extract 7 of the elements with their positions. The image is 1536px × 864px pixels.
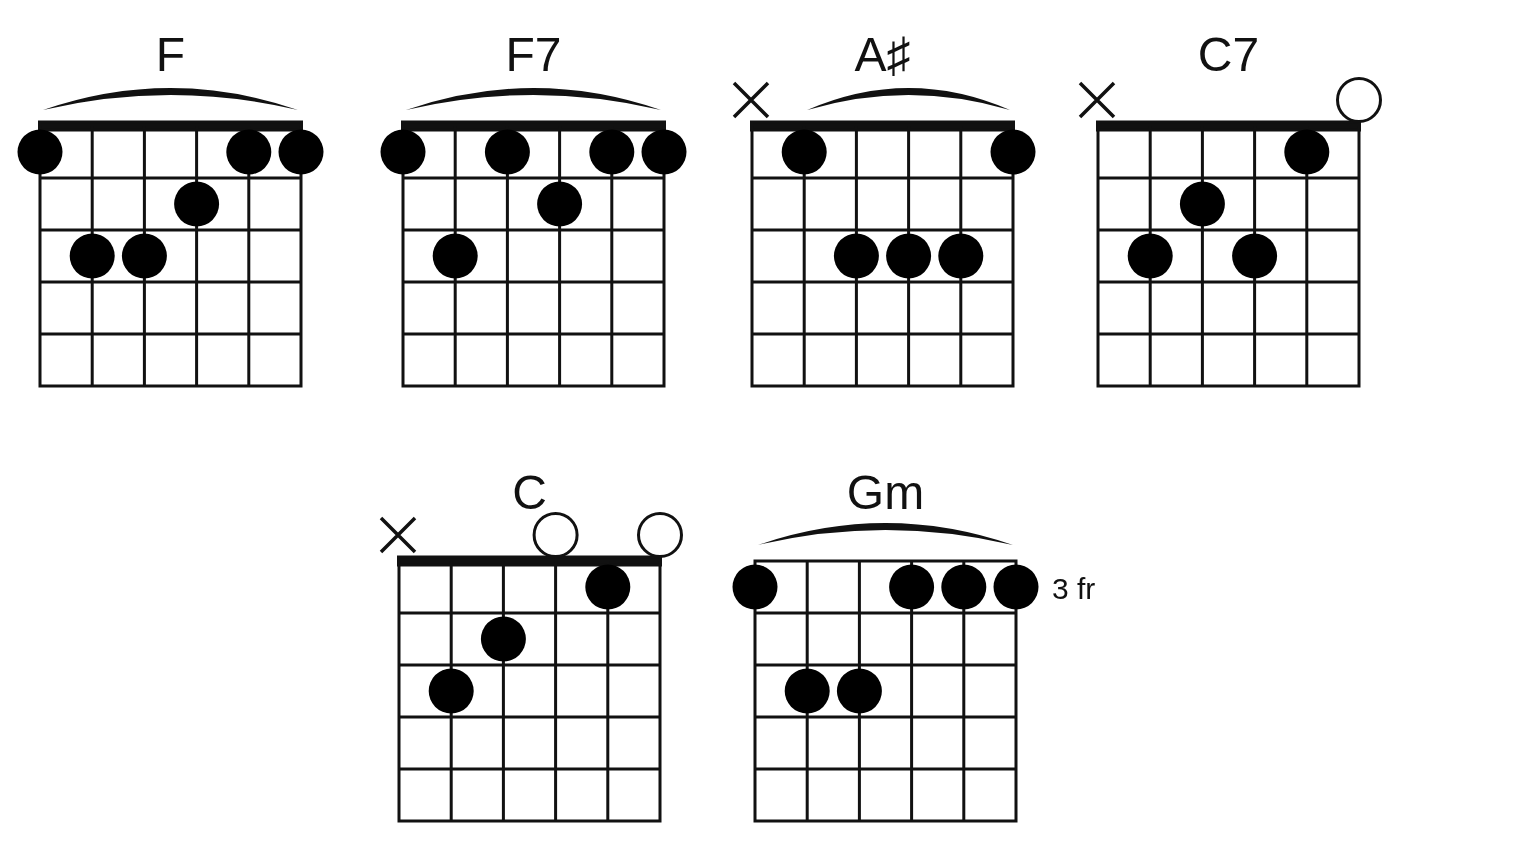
chord-name: F7: [505, 31, 562, 79]
fret-label: 3 fr: [1052, 574, 1096, 604]
chord-name: F: [155, 31, 186, 79]
chord-name: C7: [1197, 31, 1260, 79]
chord-name: C: [512, 469, 547, 517]
chord-name: Gm: [846, 469, 925, 517]
chord-name: A♯: [854, 31, 911, 79]
